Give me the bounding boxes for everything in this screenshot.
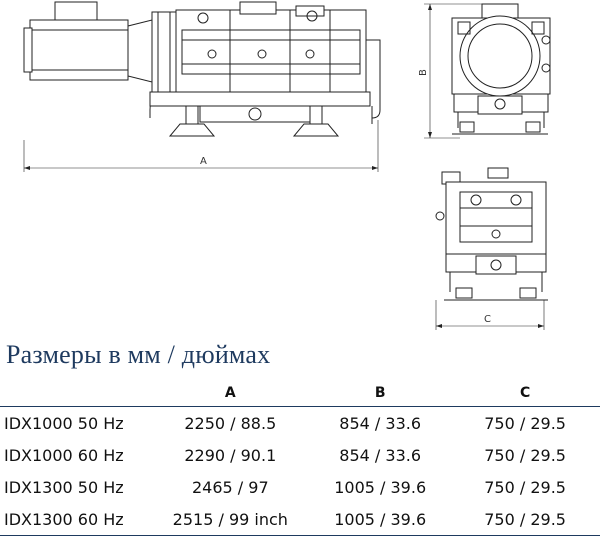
table-row: IDX1000 50 Hz 2250 / 88.5 854 / 33.6 750… xyxy=(0,407,600,440)
table-row: IDX1300 50 Hz 2465 / 97 1005 / 39.6 750 … xyxy=(0,471,600,503)
rear-view-drawing xyxy=(435,167,548,330)
front-view-drawing xyxy=(424,3,551,139)
cell-c: 750 / 29.5 xyxy=(484,413,566,433)
table-header-row: A B C xyxy=(0,380,600,407)
cell-model: IDX1000 60 Hz xyxy=(4,445,124,465)
cell-model: IDX1000 50 Hz xyxy=(4,413,124,433)
table-row: IDX1000 60 Hz 2290 / 90.1 854 / 33.6 750… xyxy=(0,439,600,471)
dimensions-caption: Размеры в мм / дюймах xyxy=(6,340,271,369)
cell-a: 2515 / 99 inch xyxy=(150,503,311,536)
cell-a: 2290 / 90.1 xyxy=(184,445,277,465)
dimension-b-label: B xyxy=(418,69,429,76)
cell-b: 854 / 33.6 xyxy=(339,413,422,433)
header-model xyxy=(0,380,151,407)
cell-c: 750 / 29.5 xyxy=(484,477,566,497)
cell-c: 750 / 29.5 xyxy=(484,445,566,465)
header-a: A xyxy=(150,380,311,407)
dimension-a-label: A xyxy=(200,156,207,167)
cell-b: 1005 / 39.6 xyxy=(334,477,427,497)
pump-technical-drawing: A B xyxy=(23,1,551,330)
dimension-c-label: C xyxy=(484,314,491,325)
dimensions-table: A B C IDX1000 50 Hz 2250 / 88.5 854 / 33… xyxy=(0,380,600,536)
cell-b: 1005 / 39.6 xyxy=(310,503,451,536)
cell-b: 854 / 33.6 xyxy=(339,445,422,465)
cell-model: IDX1300 50 Hz xyxy=(4,477,124,497)
cell-a: 2465 / 97 xyxy=(191,477,269,497)
side-view-drawing xyxy=(23,1,381,172)
table-row: IDX1300 60 Hz 2515 / 99 inch 1005 / 39.6… xyxy=(0,503,600,536)
cell-c: 750 / 29.5 xyxy=(450,503,600,536)
header-b: B xyxy=(310,380,451,407)
cell-model: IDX1300 60 Hz xyxy=(0,503,151,536)
header-c: C xyxy=(450,380,600,407)
cell-a: 2250 / 88.5 xyxy=(184,413,277,433)
